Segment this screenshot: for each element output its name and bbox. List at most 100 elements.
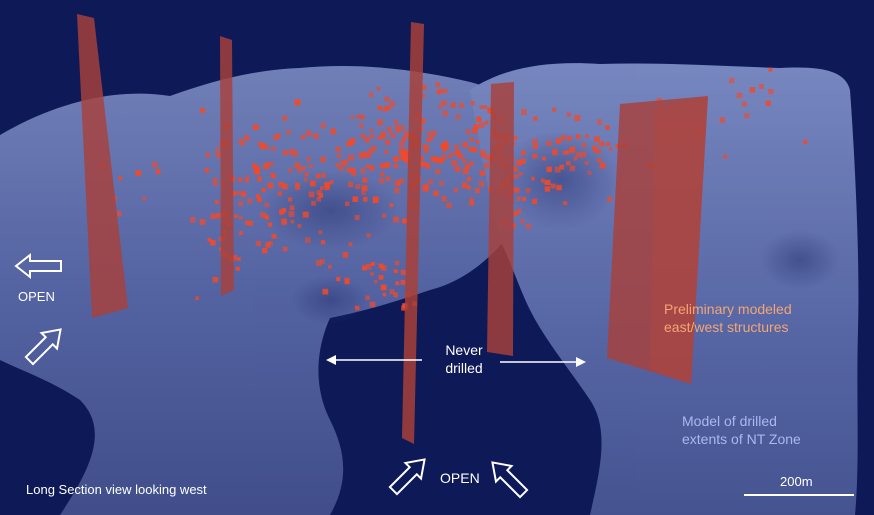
drill-intercept-point (468, 147, 473, 152)
drill-intercept-point (344, 277, 350, 283)
drill-intercept-point (348, 154, 355, 161)
drill-intercept-point (435, 82, 440, 87)
drill-intercept-point (289, 205, 295, 211)
drill-intercept-point (345, 201, 350, 206)
drill-intercept-point (281, 218, 287, 225)
drill-intercept-point (469, 161, 474, 166)
never-drilled-line-1: Never (445, 342, 483, 358)
drill-intercept-point (320, 240, 326, 245)
drill-intercept-point (265, 161, 270, 167)
drill-intercept-point (560, 135, 566, 140)
drill-intercept-point (580, 151, 587, 158)
drill-intercept-point (403, 157, 408, 163)
drill-intercept-point (450, 151, 455, 156)
view-caption: Long Section view looking west (26, 482, 207, 497)
drill-intercept-point (418, 161, 425, 167)
drill-intercept-point (282, 115, 288, 121)
drill-intercept-point (466, 185, 471, 190)
drill-intercept-point (719, 117, 725, 123)
drill-intercept-point (542, 156, 547, 161)
drill-intercept-point (521, 150, 526, 155)
drill-intercept-point (540, 178, 545, 183)
drill-intercept-point (405, 154, 411, 160)
drill-intercept-point (346, 140, 352, 147)
drill-intercept-point (516, 196, 521, 201)
drill-intercept-point (237, 177, 243, 182)
drill-intercept-point (205, 153, 210, 157)
drill-intercept-point (487, 107, 494, 114)
drill-intercept-point (213, 181, 218, 186)
drill-intercept-point (247, 220, 253, 226)
drill-intercept-point (118, 176, 123, 181)
drill-intercept-point (210, 240, 216, 246)
drill-intercept-point (355, 184, 361, 189)
drill-intercept-point (244, 178, 249, 183)
drill-intercept-point (369, 165, 375, 171)
drill-intercept-point (516, 159, 522, 166)
drill-intercept-point (441, 154, 447, 160)
drill-intercept-point (255, 240, 261, 246)
drill-intercept-point (513, 211, 519, 216)
drill-intercept-point (483, 163, 489, 169)
drill-intercept-point (290, 219, 295, 224)
drill-intercept-point (393, 156, 399, 162)
drill-intercept-point (318, 230, 323, 235)
drill-intercept-point (151, 161, 158, 168)
drill-intercept-point (255, 166, 261, 171)
drill-intercept-point (385, 139, 391, 145)
drill-intercept-point (569, 146, 576, 153)
drill-intercept-point (361, 190, 366, 196)
drill-intercept-point (376, 86, 381, 91)
drill-intercept-point (569, 165, 576, 171)
drill-intercept-point (478, 181, 485, 187)
drill-intercept-point (239, 231, 244, 236)
drill-intercept-point (525, 224, 531, 230)
drill-intercept-point (462, 168, 469, 175)
drill-intercept-point (513, 167, 519, 172)
drill-intercept-point (574, 115, 581, 122)
drill-intercept-point (396, 128, 400, 133)
drill-intercept-point (478, 122, 485, 128)
drill-intercept-point (433, 190, 439, 197)
drill-intercept-point (384, 106, 389, 110)
drill-intercept-point (135, 170, 142, 176)
drill-intercept-point (245, 220, 250, 226)
drill-intercept-point (309, 164, 313, 168)
drill-intercept-point (429, 136, 434, 141)
drill-intercept-point (462, 158, 467, 164)
drill-intercept-point (365, 164, 370, 168)
drill-intercept-point (261, 188, 266, 193)
drill-intercept-point (336, 153, 341, 158)
drill-intercept-point (207, 237, 212, 242)
drill-intercept-point (431, 130, 437, 137)
drill-intercept-point (362, 265, 367, 271)
drill-intercept-point (465, 129, 471, 135)
drill-intercept-point (366, 233, 371, 238)
drill-intercept-point (584, 161, 589, 165)
drill-intercept-point (552, 107, 557, 112)
drill-intercept-point (521, 109, 527, 115)
drill-intercept-point (469, 200, 475, 206)
structure-plane-5-face (650, 96, 708, 384)
drill-intercept-point (550, 183, 556, 189)
drill-intercept-point (351, 170, 357, 177)
drill-intercept-point (267, 182, 274, 189)
drill-intercept-point (388, 130, 393, 135)
drill-intercept-point (288, 211, 295, 217)
drill-intercept-point (393, 163, 399, 169)
drill-intercept-point (379, 119, 383, 123)
drill-intercept-point (335, 163, 340, 167)
drill-intercept-point (520, 158, 526, 164)
drill-intercept-point (369, 128, 373, 132)
zone-model-west-lobe (0, 65, 543, 515)
drill-intercept-point (427, 179, 433, 185)
drill-intercept-point (531, 176, 535, 181)
drill-intercept-point (473, 124, 479, 130)
drill-intercept-point (318, 193, 324, 198)
drill-intercept-point (437, 105, 442, 109)
drill-intercept-point (373, 279, 378, 284)
drill-intercept-point (264, 202, 270, 208)
drill-intercept-point (265, 242, 271, 248)
drill-intercept-point (483, 105, 488, 109)
drill-intercept-point (479, 105, 484, 109)
